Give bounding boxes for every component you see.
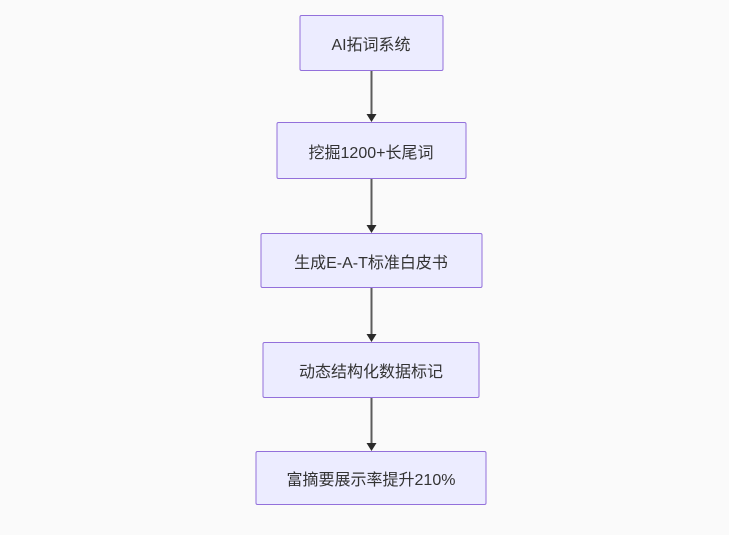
- edge-line: [370, 71, 372, 114]
- flow-node-structured-data-markup: 动态结构化数据标记: [262, 342, 480, 398]
- flow-node-label: 富摘要展示率提升210%: [286, 472, 456, 489]
- flow-node-eat-whitepaper: 生成E-A-T标准白皮书: [260, 233, 482, 288]
- edge-line: [370, 179, 372, 225]
- flow-node-longtail-mining: 挖掘1200+长尾词: [276, 122, 466, 179]
- edge-line: [370, 398, 372, 443]
- flow-node-ai-keyword-system: AI拓词系统: [299, 15, 443, 71]
- arrow-down-icon: [366, 114, 376, 122]
- edge-line: [370, 288, 372, 334]
- flow-node-label: 挖掘1200+长尾词: [308, 144, 434, 162]
- arrow-down-icon: [366, 334, 376, 342]
- flow-node-rich-snippet-result: 富摘要展示率提升210%: [255, 451, 487, 505]
- flow-node-label: 生成E-A-T标准白皮书: [294, 254, 448, 272]
- arrow-down-icon: [366, 443, 376, 451]
- arrow-down-icon: [366, 225, 376, 233]
- flow-node-label: AI拓词系统: [331, 37, 411, 54]
- flowchart: AI拓词系统 挖掘1200+长尾词 生成E-A-T标准白皮书 动态结构化数据标记…: [255, 15, 487, 505]
- flow-edge-4: [366, 398, 376, 451]
- flow-edge-2: [366, 179, 376, 233]
- flow-edge-1: [366, 71, 376, 122]
- flow-node-label: 动态结构化数据标记: [298, 364, 443, 381]
- flow-edge-3: [366, 288, 376, 342]
